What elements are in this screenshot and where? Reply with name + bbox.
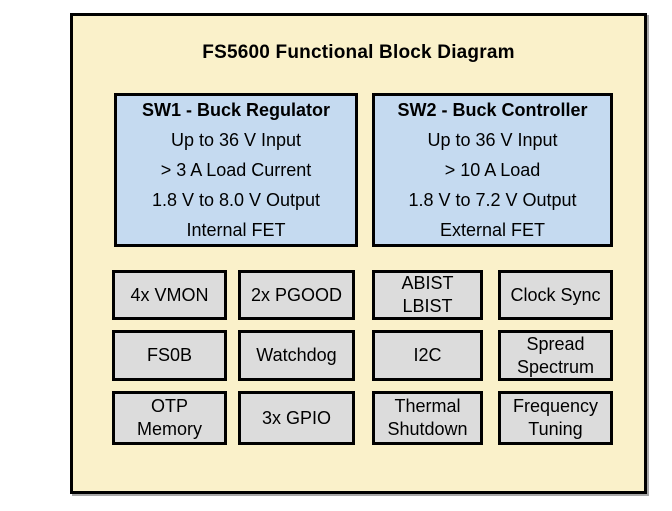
sw1-spec-fet: Internal FET [186, 220, 286, 240]
sw2-spec-input: Up to 36 V Input [427, 130, 558, 150]
block-clock-sync: Clock Sync [498, 270, 613, 320]
block-sw1-buck-regulator: SW1 - Buck Regulator Up to 36 V Input > … [114, 93, 358, 247]
block-frequency-tuning: Frequency Tuning [498, 391, 613, 445]
sw2-title: SW2 - Buck Controller [397, 100, 588, 120]
functional-block-diagram-panel: FS5600 Functional Block Diagram SW1 - Bu… [70, 13, 647, 494]
block-i2c: I2C [372, 330, 483, 381]
block-vmon: 4x VMON [112, 270, 227, 320]
sw2-spec-output: 1.8 V to 7.2 V Output [408, 190, 577, 210]
sw1-title: SW1 - Buck Regulator [141, 100, 331, 120]
diagram-title: FS5600 Functional Block Diagram [202, 42, 515, 63]
sw2-spec-load: > 10 A Load [444, 160, 541, 180]
sw1-spec-input: Up to 36 V Input [170, 130, 302, 150]
block-spread-spectrum: Spread Spectrum [498, 330, 613, 381]
block-thermal-shutdown: Thermal Shutdown [372, 391, 483, 445]
sw2-spec-fet: External FET [439, 220, 546, 240]
block-otp-memory: OTP Memory [112, 391, 227, 445]
sw1-spec-output: 1.8 V to 8.0 V Output [151, 190, 321, 210]
block-fs0b: FS0B [112, 330, 227, 381]
block-watchdog: Watchdog [238, 330, 355, 381]
block-sw2-buck-controller: SW2 - Buck Controller Up to 36 V Input >… [372, 93, 613, 247]
block-pgood: 2x PGOOD [238, 270, 355, 320]
block-abist-lbist: ABIST LBIST [372, 270, 483, 320]
block-gpio: 3x GPIO [238, 391, 355, 445]
sw1-spec-load: > 3 A Load Current [160, 160, 312, 180]
